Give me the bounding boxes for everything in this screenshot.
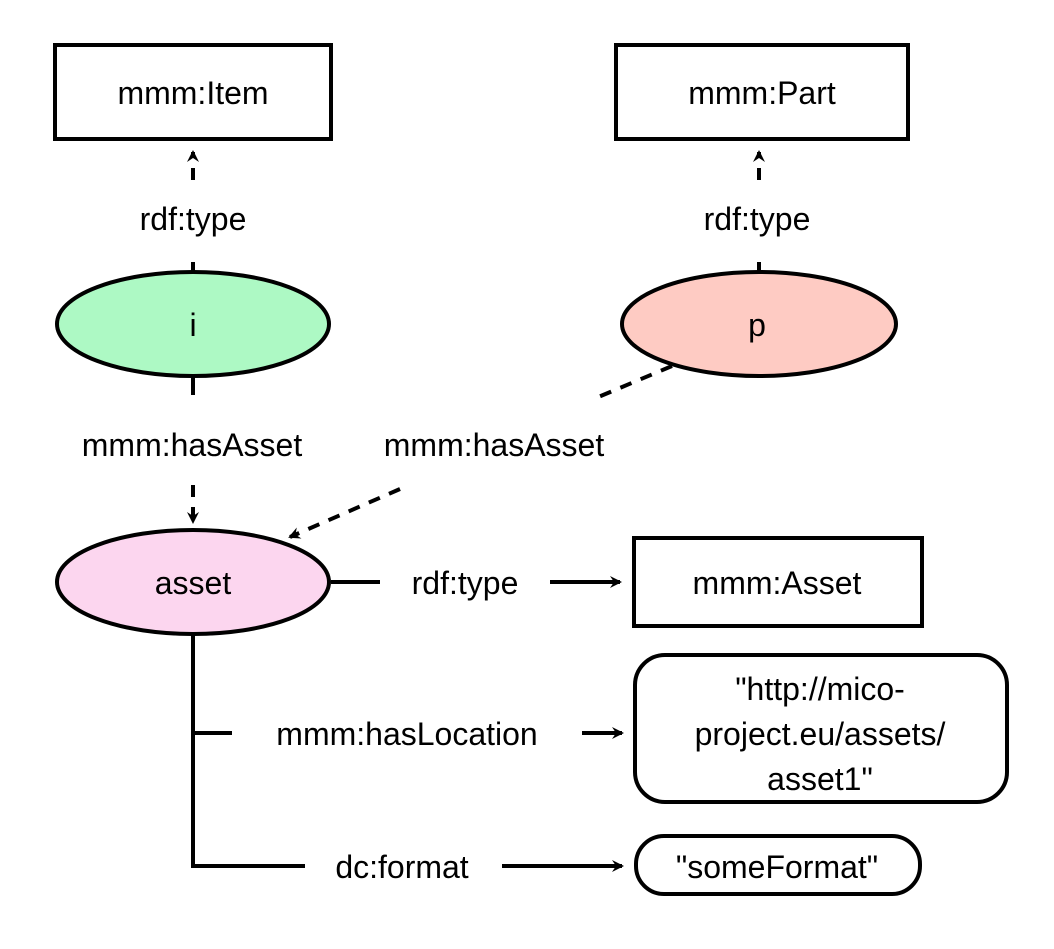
edge-i-rdf-type-label: rdf:type: [140, 201, 247, 237]
node-format-label: "someFormat": [676, 849, 878, 885]
edge-p-rdf-type-label: rdf:type: [704, 201, 811, 237]
node-location-line-1: "http://mico-: [735, 671, 905, 707]
node-i: i: [55, 270, 331, 378]
node-location-line-2: project.eu/assets/: [695, 716, 946, 752]
node-format-literal: "someFormat": [634, 834, 922, 896]
node-asset: asset: [55, 528, 331, 636]
node-mmm-asset: mmm:Asset: [632, 536, 924, 628]
edge-p-rdf-type: rdf:type: [704, 150, 811, 278]
node-p-shape: [620, 270, 898, 378]
edge-asset-dc-format-label: dc:format: [335, 849, 468, 885]
edge-i-has-asset: mmm:hasAsset: [82, 376, 303, 524]
edge-asset-dc-format: dc:format: [191, 849, 624, 885]
edge-p-has-asset: mmm:hasAsset: [288, 364, 673, 539]
edge-asset-rdf-type: rdf:type: [331, 565, 622, 601]
node-mmm-item: mmm:Item: [53, 43, 333, 141]
edge-asset-has-location-label: mmm:hasLocation: [276, 716, 537, 752]
node-p-label: p: [748, 307, 766, 343]
edge-p-has-asset-label: mmm:hasAsset: [384, 427, 605, 463]
edge-asset-has-location: mmm:hasLocation: [191, 634, 624, 866]
node-asset-label: asset: [155, 565, 232, 601]
node-location-literal: "http://mico- project.eu/assets/ asset1": [633, 653, 1009, 804]
node-mmm-part: mmm:Part: [614, 43, 910, 141]
node-location-line-3: asset1": [767, 761, 873, 797]
node-mmm-asset-label: mmm:Asset: [693, 565, 862, 601]
node-p: p: [620, 270, 898, 378]
node-mmm-item-label: mmm:Item: [117, 75, 268, 111]
node-i-label: i: [189, 307, 196, 343]
edge-i-has-asset-label: mmm:hasAsset: [82, 427, 303, 463]
node-mmm-part-label: mmm:Part: [688, 75, 836, 111]
edge-asset-rdf-type-label: rdf:type: [412, 565, 519, 601]
edge-i-rdf-type: rdf:type: [140, 150, 247, 278]
